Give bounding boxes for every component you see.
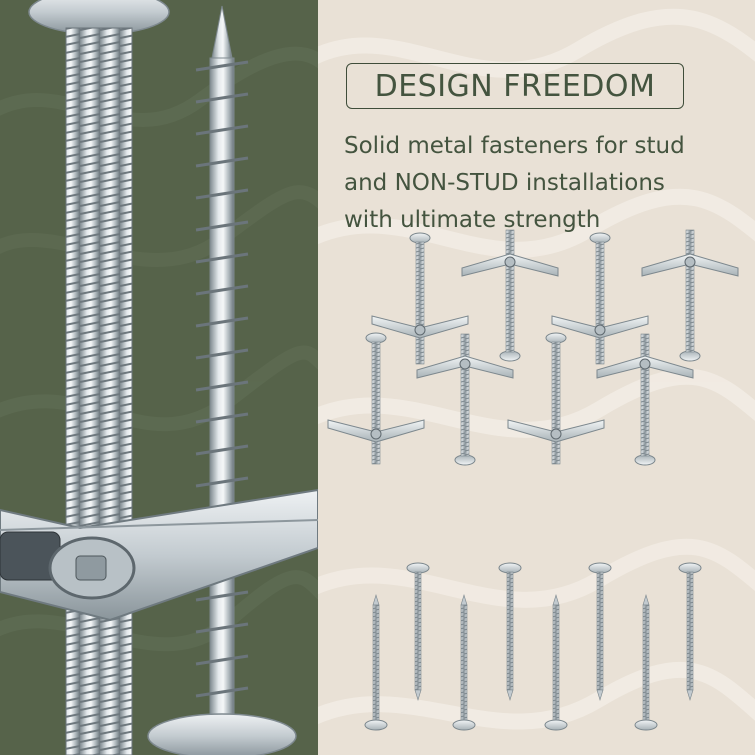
large-bolt (28, 0, 170, 755)
toggle-wing (0, 488, 318, 622)
subcopy-line-2-pre: and (344, 170, 395, 196)
subcopy: Solid metal fasteners for stud and NON-S… (344, 128, 744, 239)
large-screw (147, 5, 297, 755)
info-panel (318, 0, 755, 755)
subcopy-non-stud: NON-STUD (394, 170, 519, 196)
closeup-illustration (0, 0, 318, 755)
subcopy-line-2: and NON-STUD installations (344, 165, 744, 202)
subcopy-line-2-post: installations (518, 170, 665, 196)
closeup-panel (0, 0, 318, 755)
subcopy-line-3: with ultimate strength (344, 207, 601, 233)
subcopy-line-1: Solid metal fasteners for stud (344, 133, 685, 159)
headline-badge: DESIGN FREEDOM (346, 63, 684, 109)
headline: DESIGN FREEDOM (374, 68, 656, 104)
info-background (318, 0, 755, 755)
